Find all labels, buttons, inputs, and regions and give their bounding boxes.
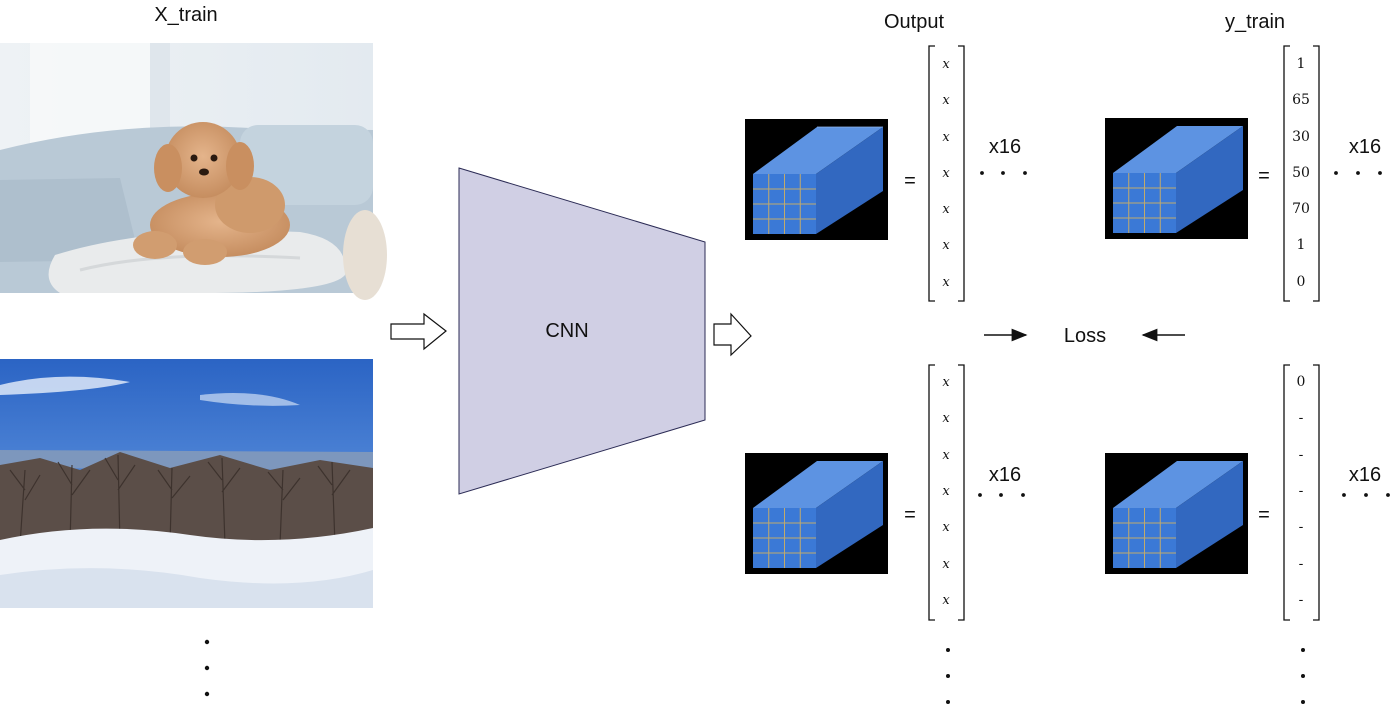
snow-landscape-photo [0,359,373,608]
ytrain-vector-entry: 70 [1292,201,1310,217]
ytrain-vector-bracket [1283,45,1290,302]
equals-sign: = [904,170,916,192]
output-vector-entry: x [942,93,950,108]
ytrain-vector-entry: 50 [1292,165,1310,181]
multiplier-label: x16 [989,136,1021,158]
output-cube-tile-bottom [745,453,888,574]
ytrain-vector-bracket [1283,364,1290,621]
output-vector-entry: x [942,130,950,145]
vertical-ellipsis [946,648,950,704]
equals-sign: = [1258,504,1270,526]
ytrain-cube-tile-top [1105,118,1248,239]
vertical-ellipsis [1301,648,1305,704]
x-train-more-dot [204,665,210,671]
output-vector-bracket [958,45,965,302]
output-vector-entry: x [942,484,950,499]
ytrain-vector-entry: 1 [1297,237,1306,253]
equals-sign: = [1258,165,1270,187]
output-cube-tile-top [745,119,888,240]
output-vector-entry: x [942,202,950,217]
output-vector-entry: x [942,448,950,463]
input-arrow [390,312,447,351]
ytrain-vector-entry: 65 [1292,92,1310,108]
ytrain-vector-entry: - [1299,592,1304,608]
ytrain-vector-entry: - [1299,483,1304,499]
horizontal-ellipsis [1334,171,1382,175]
cnn-block [458,167,706,495]
output-vector-entry: x [942,411,950,426]
x-train-more-dot [204,639,210,645]
ytrain-vector-entry: 0 [1297,374,1306,390]
output-vector-entry: x [942,275,950,290]
output-title: Output [884,11,944,33]
ytrain-vector-entry: - [1299,447,1304,463]
output-vector-entry: x [942,57,950,72]
output-vector-entry: x [942,166,950,181]
output-vector-entry: x [942,557,950,572]
output-vector-entry: x [942,238,950,253]
ytrain-cube-tile-bottom [1105,453,1248,574]
output-arrow [713,312,752,357]
horizontal-ellipsis [978,493,1025,497]
multiplier-label: x16 [989,464,1021,486]
loss-label: Loss [1064,325,1106,347]
output-vector-entry: x [942,520,950,535]
y-train-title: y_train [1225,11,1285,33]
ytrain-vector-entry: - [1299,519,1304,535]
ytrain-vector-entry: 30 [1292,129,1310,145]
equals-sign: = [904,504,916,526]
output-vector-entry: x [942,593,950,608]
x-train-more-dot [204,691,210,697]
output-vector-bracket [928,364,935,621]
output-vector-entry: x [942,375,950,390]
ytrain-vector-entry: 1 [1297,56,1306,72]
ytrain-vector-entry: 0 [1297,274,1306,290]
ytrain-vector-bracket [1313,364,1320,621]
ytrain-vector-bracket [1313,45,1320,302]
ytrain-vector-entry: - [1299,556,1304,572]
output-vector-bracket [958,364,965,621]
horizontal-ellipsis [1342,493,1390,497]
horizontal-ellipsis [980,171,1027,175]
ytrain-vector-entry: - [1299,410,1304,426]
dog-photo [0,43,387,300]
output-vector-bracket [928,45,935,302]
cnn-label: CNN [545,320,588,342]
multiplier-label: x16 [1349,464,1381,486]
multiplier-label: x16 [1349,136,1381,158]
x-train-title: X_train [154,4,217,26]
